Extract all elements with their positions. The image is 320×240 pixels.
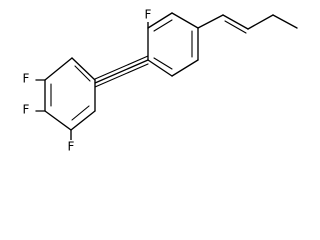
left-ring-bond-4 xyxy=(44,110,72,131)
alkyne-bond-middle xyxy=(94,59,149,84)
f-upper-left-label-mask xyxy=(20,72,32,86)
right-aromatic-ring xyxy=(147,12,199,77)
right-ring-bond-2 xyxy=(147,12,173,29)
alkyne-bond-lower xyxy=(94,63,149,88)
molecule-drawing: F F F F xyxy=(20,7,298,154)
alkyne-bond-upper xyxy=(94,55,149,80)
f-upper-left-label: F xyxy=(23,72,30,86)
f-mid-left-label: F xyxy=(23,103,30,117)
chain-bond-2 xyxy=(222,14,249,30)
right-ring-inner-double-1 xyxy=(153,19,173,32)
chemical-structure-canvas: F F F F xyxy=(20,7,298,154)
f-mid-left-label-mask xyxy=(20,103,32,117)
left-ring-bond-3 xyxy=(70,110,96,131)
fluorine-substituent-bonds xyxy=(35,19,149,142)
chain-bond-4 xyxy=(272,14,298,29)
f-bottom-left-label-mask xyxy=(65,140,77,154)
right-ring-bond-5 xyxy=(171,59,199,77)
left-ring-inner-double-1 xyxy=(74,65,91,82)
left-aromatic-ring xyxy=(44,57,96,131)
left-ring-bond-1 xyxy=(71,57,96,81)
pentenyl-chain xyxy=(197,14,298,34)
right-ring-bond-6 xyxy=(147,59,173,77)
right-ring-inner-double-3 xyxy=(153,57,173,70)
right-ring-bond-3 xyxy=(171,12,199,29)
f-bottom-left-label: F xyxy=(68,140,75,154)
chain-bond-1 xyxy=(197,14,224,29)
alkyne-bridge xyxy=(94,55,149,88)
chain-bond-3 xyxy=(247,14,274,30)
left-ring-bond-6 xyxy=(44,57,73,81)
fluorine-labels: F F F F xyxy=(20,8,154,154)
chain-double-bond-second-line xyxy=(224,20,247,34)
f-top-label: F xyxy=(145,8,152,22)
f-top-label-mask xyxy=(142,8,154,22)
left-ring-inner-double-2 xyxy=(71,105,90,121)
